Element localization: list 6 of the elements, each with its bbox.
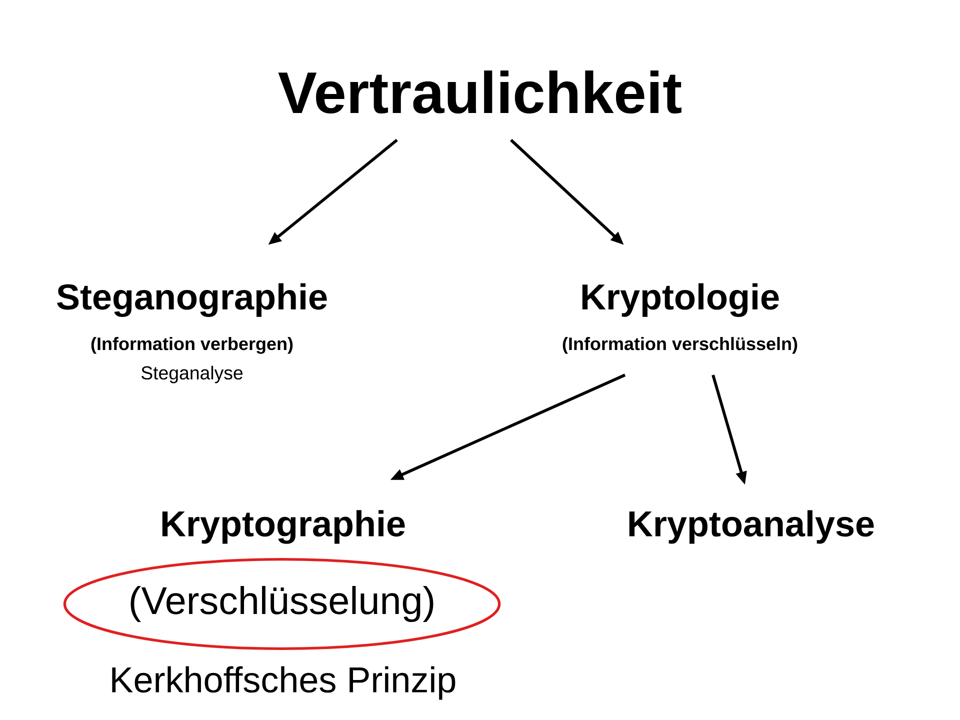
topic-text: Steganographie (Information verbergen) Steganalyse [57,283,327,384]
heading-text: Vertraulichkeit [278,70,682,114]
circled-text: (Verschlüsselung) [63,558,501,650]
topic-text: Kryptologie (Information verschlüsseln) [562,283,798,354]
topic-text: Kryptographie [162,510,405,544]
topic-text: Kryptoanalyse [629,510,874,544]
